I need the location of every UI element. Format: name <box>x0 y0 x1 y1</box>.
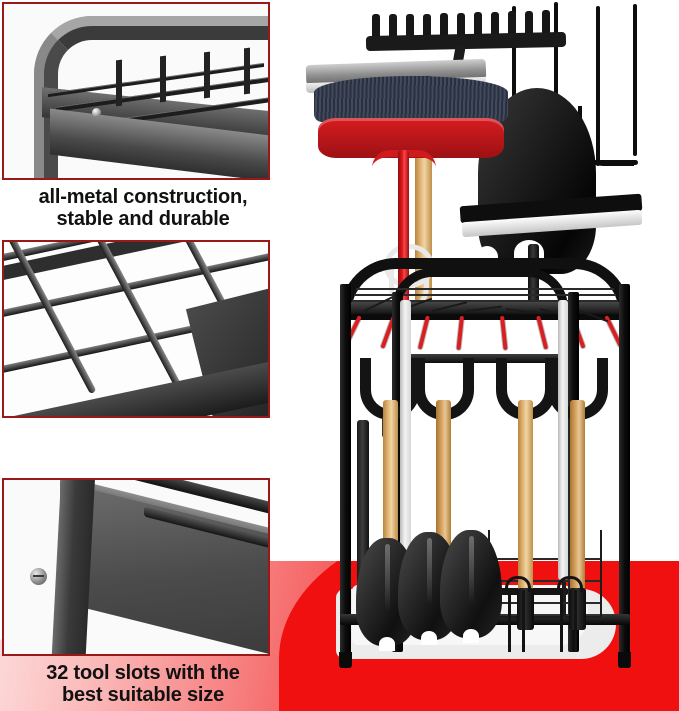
rake-tooth <box>406 14 414 38</box>
wire-grid-closeup <box>4 242 268 416</box>
rivet <box>92 108 101 117</box>
rake-head-bar <box>365 31 567 52</box>
rake-tooth <box>474 12 482 36</box>
shelf-wire <box>356 288 614 290</box>
pitchfork-tine <box>596 6 600 166</box>
fork-tine <box>574 590 577 652</box>
rake-tooth <box>525 11 533 35</box>
slot-wire-h <box>488 580 600 582</box>
caption-line-1: all-metal construction, <box>38 186 248 208</box>
white-shaft <box>400 300 411 600</box>
feature-photo-tool-slots <box>2 240 270 418</box>
fork-tine <box>522 590 525 652</box>
broom-bristles <box>314 76 508 122</box>
pitchfork-tine <box>633 4 637 156</box>
rack-shelf-lip <box>348 314 622 320</box>
rake-tooth <box>372 14 380 38</box>
pitchfork-tine <box>554 2 558 164</box>
feature-caption-2: 32 tool slots with the best suitable siz… <box>0 662 286 707</box>
caption-line-1: 32 tool slots with the <box>46 662 240 684</box>
fork-head-cap <box>557 576 583 592</box>
rake-tooth <box>423 14 431 38</box>
fork-tine <box>560 590 563 652</box>
shovel-blade <box>440 530 502 638</box>
screw-icon <box>30 568 47 585</box>
blade-notch <box>463 629 479 643</box>
rake-tooth <box>440 13 448 37</box>
rake-tooth <box>508 11 516 35</box>
rack-leg-front-right <box>619 284 630 668</box>
blade-notch <box>421 631 437 645</box>
feature-panel-3: Anti-slip, wear-resistant and rustproof <box>2 478 270 656</box>
shelf-cross-bar <box>160 55 166 103</box>
feature-photo-coating <box>2 478 270 656</box>
rack-leg-front-left <box>340 284 351 668</box>
fork-head-cap <box>505 576 531 592</box>
shelf-cross-bar <box>244 47 250 95</box>
rake-tooth <box>491 12 499 36</box>
white-shaft <box>558 300 568 580</box>
handle-grip <box>569 588 586 630</box>
rake-tooth <box>457 13 465 37</box>
feature-panel-2: 32 tool slots with the best suitable siz… <box>2 240 270 706</box>
leg-post-closeup <box>50 480 96 654</box>
feature-photo-metal-frame <box>2 2 270 180</box>
rake-tooth <box>542 10 550 34</box>
caption-line-2: best suitable size <box>61 684 224 707</box>
feature-panel-1: all-metal construction, stable and durab… <box>2 2 270 230</box>
blade-notch <box>379 637 395 651</box>
feature-panel-column: all-metal construction, stable and durab… <box>0 0 300 711</box>
rack-middle-rail <box>392 354 568 363</box>
shelf-wire <box>352 300 618 302</box>
shelf-cross-bar <box>116 59 122 107</box>
fork-shaft-wood <box>570 400 585 614</box>
caption-line-2: stable and durable <box>56 208 230 231</box>
pitchfork-tine <box>512 6 516 164</box>
fork-shaft-wood <box>518 400 533 614</box>
shelf-cross-bar <box>204 51 210 99</box>
rake-tooth <box>389 14 397 38</box>
fork-tine <box>508 590 511 652</box>
shelf-wire <box>354 294 616 296</box>
product-photo <box>300 0 679 711</box>
grid-cross-wire <box>89 242 186 396</box>
rack-foot <box>618 652 631 668</box>
rack-foot <box>339 652 352 668</box>
feature-caption-1: all-metal construction, stable and durab… <box>0 186 286 231</box>
handle-grip <box>517 588 534 630</box>
slot-wire-h <box>488 602 600 604</box>
slot-wire-h <box>488 558 600 560</box>
